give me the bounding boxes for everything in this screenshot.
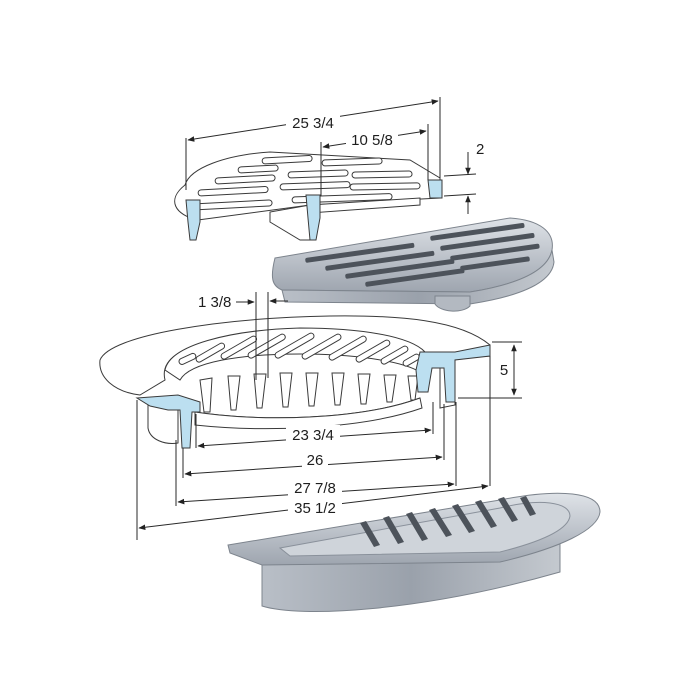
upper-grate-section (174, 151, 443, 241)
upper-metal-grate (271, 217, 555, 312)
upper-grate-slots (191, 155, 421, 211)
dim-lower-26: 26 (307, 452, 324, 469)
upper-section-cut-left (185, 199, 201, 241)
upper-section-cut-mid (305, 194, 321, 241)
dimension-labels: 25 3/4 10 5/8 2 1 3/8 5 23 3/4 26 27 7/8… (198, 112, 508, 517)
dim-lower-overall: 35 1/2 (294, 500, 336, 517)
lower-section-cut-right (415, 344, 491, 403)
dim-lower-inner: 23 3/4 (292, 427, 334, 444)
lower-section-cut-left (135, 394, 201, 449)
dim-upper-overall: 25 3/4 (292, 115, 334, 132)
dim-upper-half: 10 5/8 (351, 132, 393, 149)
dim-lower-height: 5 (500, 362, 508, 379)
lower-grate-bars (199, 372, 419, 413)
dim-upper-height: 2 (476, 141, 484, 158)
dim-bar-width: 1 3/8 (198, 294, 231, 311)
upper-section-cut-right (427, 179, 443, 199)
upper-metal-slots (305, 223, 540, 287)
dim-lower-27: 27 7/8 (294, 480, 336, 497)
